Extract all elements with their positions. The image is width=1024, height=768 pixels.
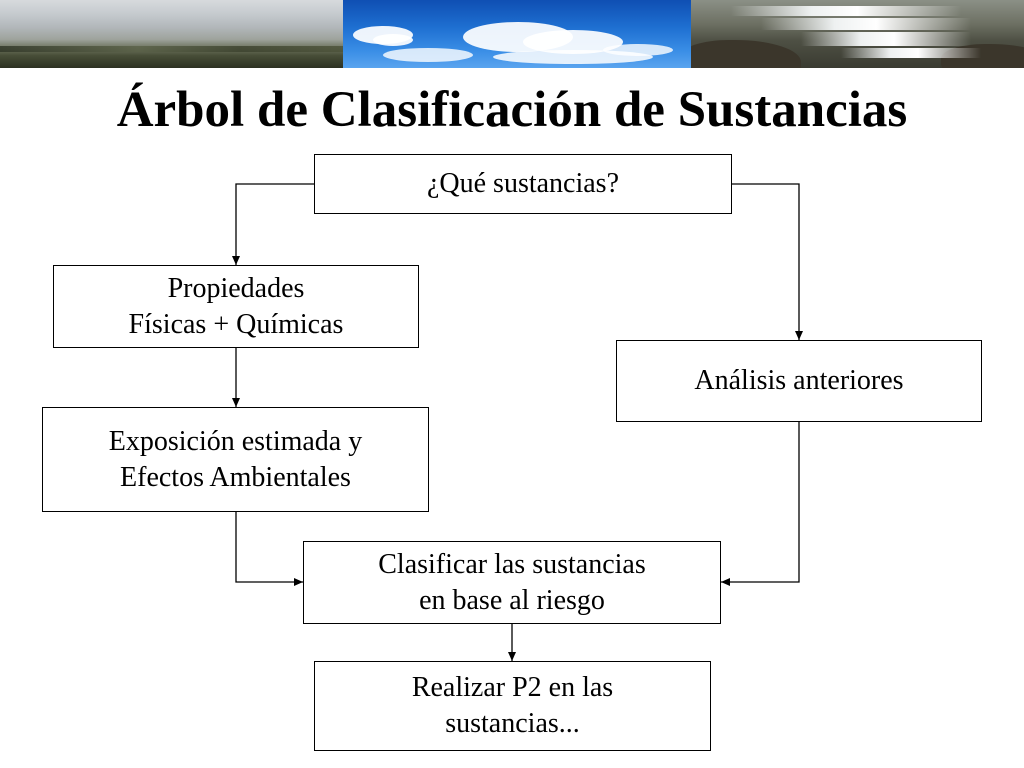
node-p2-line-1: Realizar P2 en las [411,672,614,703]
node-classify-line-1: Clasificar las sustancias [378,548,646,580]
slide-title: Árbol de Clasificación de Sustancias [116,82,908,138]
node-previous-analysis: Análisis anteriores [616,340,982,422]
node-properties-line-1: Propiedades [167,272,305,304]
node-classify: Clasificar las sustancias en base al rie… [303,541,721,624]
node-exposure: Exposición estimada y Efectos Ambientale… [42,407,429,512]
landscape-photo [0,0,343,68]
edge-previous-analysis-to-classify [721,421,800,586]
node-properties: Propiedades Físicas + Químicas [53,265,419,348]
node-properties-line-2: Físicas + Químicas [128,308,344,340]
edge-exposure-to-classify [235,511,303,586]
header-photo-banner [0,0,1024,68]
node-exposure-line-2: Efectos Ambientales [120,461,351,493]
node-exposure-line-1: Exposición estimada y [108,425,363,457]
node-classify-line-2: en base al riesgo [419,584,605,616]
node-p2: Realizar P2 en las sustancias... [314,661,711,751]
edge-question-to-previous-analysis [731,183,803,340]
node-previous-analysis-line-1: Análisis anteriores [694,365,904,396]
node-question: ¿Qué sustancias? [314,154,732,214]
node-p2-line-2: sustancias... [445,708,580,739]
waterfall-photo [691,0,1024,68]
node-question-line-1: ¿Qué sustancias? [426,168,620,199]
sky-photo [343,0,691,68]
edge-question-to-properties [232,183,314,265]
